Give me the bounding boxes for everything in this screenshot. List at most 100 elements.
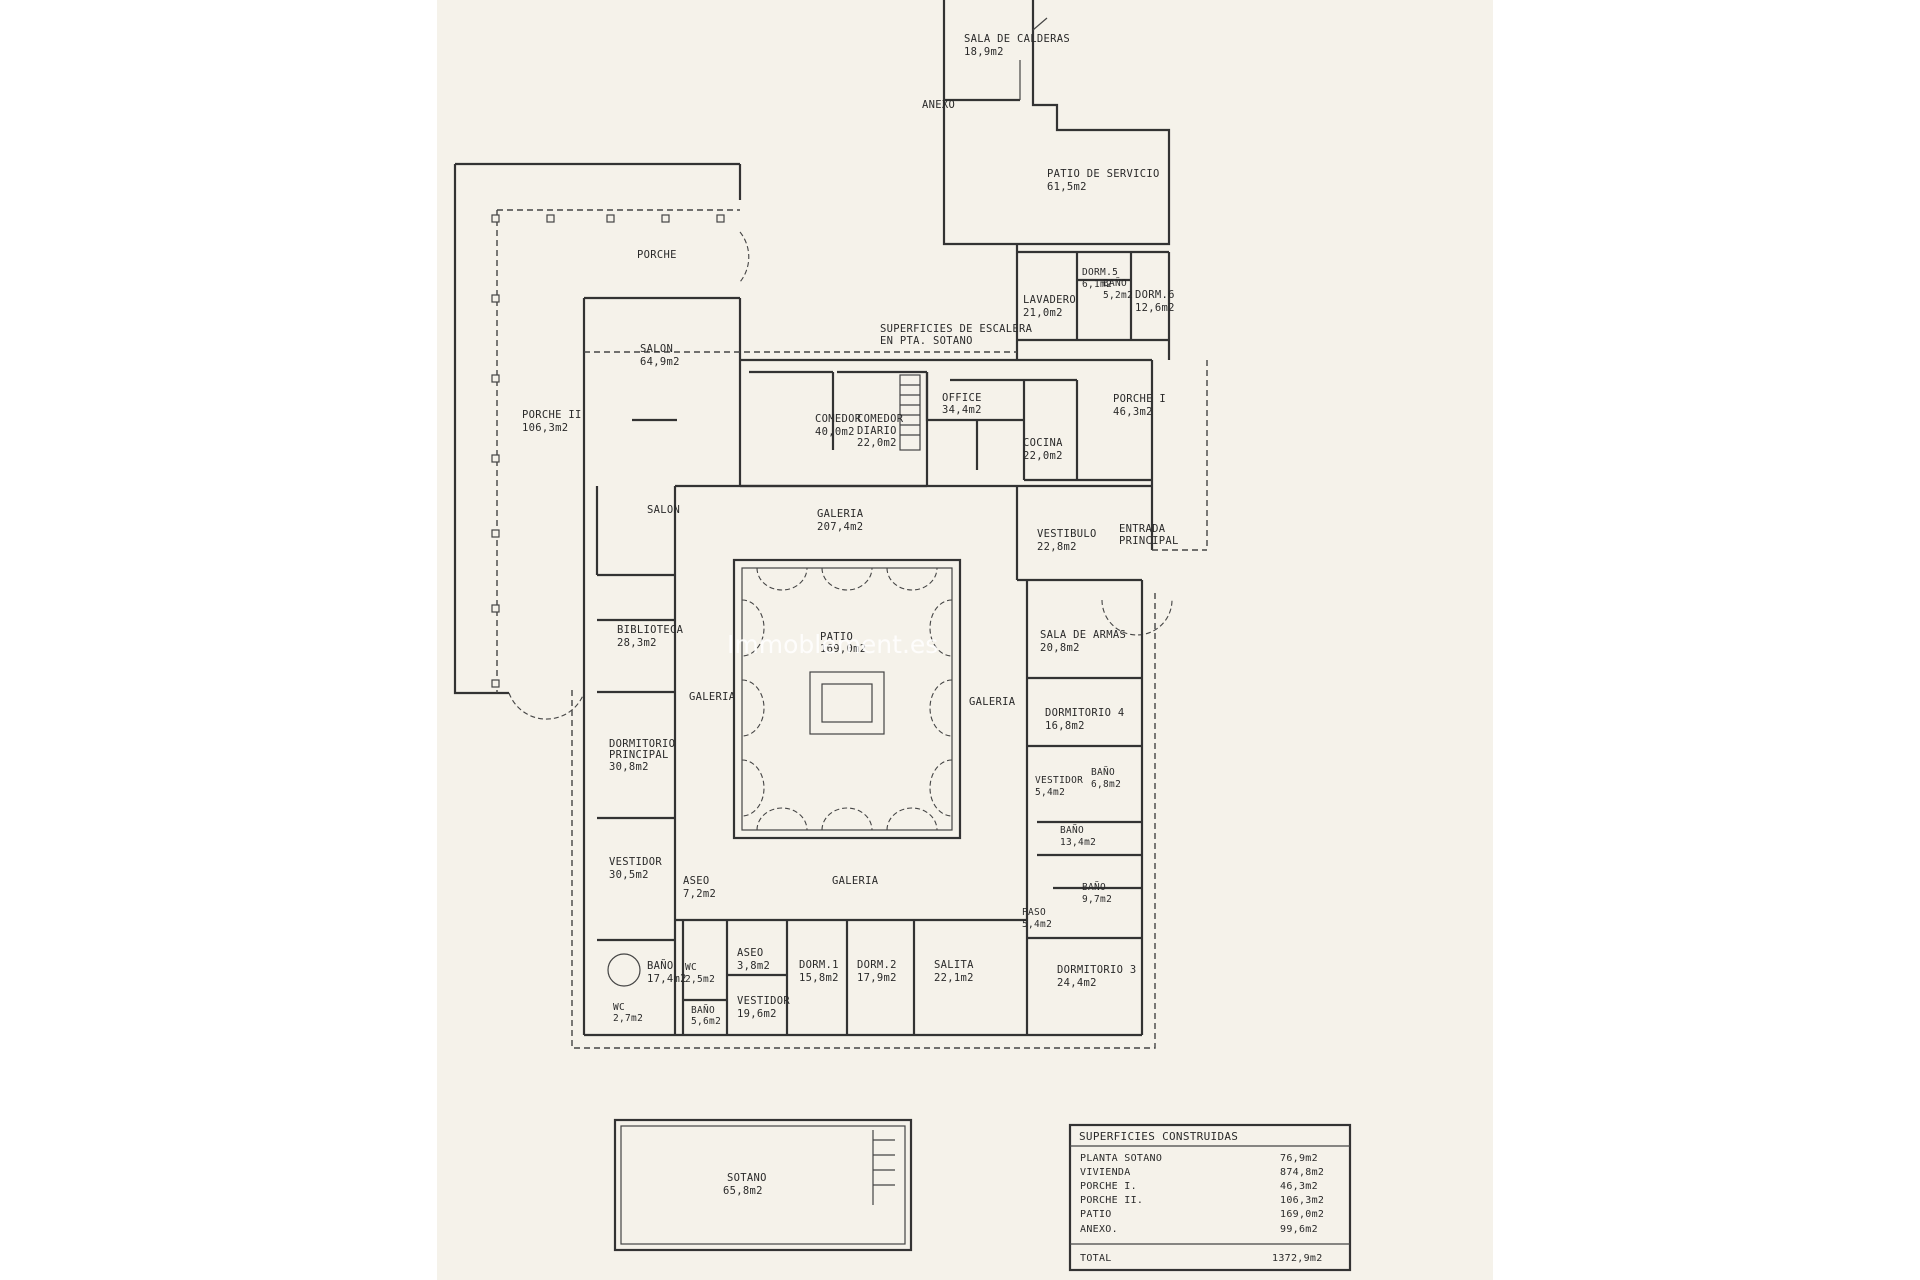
- label-lavadero: LAVADERO: [1023, 294, 1076, 306]
- area-sala-armas: 20,8m2: [1040, 642, 1080, 654]
- area-dormitorio-4: 16,8m2: [1045, 720, 1085, 732]
- summary-total-label: TOTAL: [1080, 1253, 1112, 1264]
- area-wc-1: 2,7m2: [613, 1013, 643, 1024]
- label-aseo-1: ASEO: [683, 875, 710, 887]
- label-dormitorio-3: DORMITORIO 3: [1057, 964, 1136, 976]
- summary-row-value: 106,3m2: [1280, 1195, 1324, 1206]
- area-sotano: 65,8m2: [723, 1185, 763, 1197]
- area-lavadero: 21,0m2: [1023, 307, 1063, 319]
- label-sala-calderas: SALA DE CALDERAS: [964, 33, 1070, 45]
- area-vestidor-1: 30,5m2: [609, 869, 649, 881]
- label-dorm-6: DORM.6: [1135, 289, 1175, 301]
- area-patio-servicio: 61,5m2: [1047, 181, 1087, 193]
- label-wc-1: WC: [613, 1002, 625, 1013]
- label-salon-1: SALON: [640, 343, 673, 355]
- area-dormitorio-3: 24,4m2: [1057, 977, 1097, 989]
- porche-posts: [491, 214, 725, 688]
- area-dorm-1: 15,8m2: [799, 972, 839, 984]
- label-bano-3: BAÑO: [1103, 278, 1127, 289]
- label-galeria-bottom: GALERIA: [832, 875, 879, 887]
- floor-plan: SALA DE CALDERAS 18,9m2 ANEXO PATIO DE S…: [453, 0, 1352, 1272]
- area-aseo-1: 7,2m2: [683, 888, 716, 900]
- label-dormitorio-principal-2: PRINCIPAL: [609, 749, 669, 761]
- label-comedor-diario-1: COMEDOR: [857, 413, 904, 425]
- label-office: OFFICE: [942, 392, 982, 404]
- area-cocina: 22,0m2: [1023, 450, 1063, 462]
- summary-row-value: 169,0m2: [1280, 1209, 1324, 1220]
- label-entrada-1: ENTRADA: [1119, 523, 1166, 535]
- label-dormitorio-principal-1: DORMITORIO: [609, 738, 675, 750]
- label-entrada-2: PRINCIPAL: [1119, 535, 1179, 547]
- summary-row-label: PLANTA SOTANO: [1080, 1153, 1162, 1164]
- summary-row-label: ANEXO.: [1080, 1224, 1118, 1235]
- label-biblioteca: BIBLIOTECA: [617, 624, 684, 636]
- patio-block: [732, 558, 962, 840]
- label-wc-2: WC: [685, 962, 697, 973]
- area-galeria-top: 207,4m2: [817, 521, 863, 533]
- label-patio: PATIO: [820, 631, 853, 643]
- area-dorm-5: 6,1m2: [1082, 279, 1112, 290]
- anexo-block: [942, 0, 1171, 246]
- summary-row-value: 99,6m2: [1280, 1224, 1318, 1235]
- summary-table: SUPERFICIES CONSTRUIDAS PLANTA SOTANO 76…: [1079, 1130, 1324, 1264]
- area-porche-i: 46,3m2: [1113, 406, 1153, 418]
- label-galeria-top: GALERIA: [817, 508, 864, 520]
- floor-plan-sheet: SALA DE CALDERAS 18,9m2 ANEXO PATIO DE S…: [437, 0, 1493, 1280]
- label-dorm-5: DORM.5: [1082, 267, 1118, 278]
- label-comedor: COMEDOR: [815, 413, 862, 425]
- area-comedor: 40,0m2: [815, 426, 855, 438]
- area-wc-2: 2,5m2: [685, 974, 715, 985]
- label-escalera-2: EN PTA. SOTANO: [880, 335, 973, 347]
- label-bano-1: BAÑO: [647, 959, 674, 972]
- area-bano-3: 5,2m2: [1103, 290, 1133, 301]
- area-salita: 22,1m2: [934, 972, 974, 984]
- area-patio: 169,0m2: [820, 643, 866, 655]
- summary-row-label: VIVIENDA: [1080, 1167, 1131, 1178]
- label-dorm-1: DORM.1: [799, 959, 839, 971]
- summary-title: SUPERFICIES CONSTRUIDAS: [1079, 1130, 1238, 1143]
- main-house-walls: [571, 244, 1208, 1049]
- area-salon-1: 64,9m2: [640, 356, 680, 368]
- summary-row-label: PORCHE II.: [1080, 1195, 1143, 1206]
- label-porche-ii: PORCHE II: [522, 409, 582, 421]
- area-vestidor-2: 19,6m2: [737, 1008, 777, 1020]
- area-bano-2: 5,6m2: [691, 1016, 721, 1027]
- area-bano-6: 9,7m2: [1082, 894, 1112, 905]
- watermark: Immoblement.es: [727, 630, 938, 659]
- label-vestidor-1: VESTIDOR: [609, 856, 662, 868]
- label-bano-6: BAÑO: [1082, 882, 1106, 893]
- area-bano-5: 13,4m2: [1060, 837, 1096, 848]
- label-galeria-left: GALERIA: [689, 691, 736, 703]
- label-vestibulo: VESTIBULO: [1037, 528, 1097, 540]
- area-dorm-2: 17,9m2: [857, 972, 897, 984]
- label-bano-4: BAÑO: [1091, 767, 1115, 778]
- label-salita: SALITA: [934, 959, 974, 971]
- label-aseo-2: ASEO: [737, 947, 764, 959]
- summary-total-value: 1372,9m2: [1272, 1253, 1323, 1264]
- area-office: 34,4m2: [942, 404, 982, 416]
- area-vestibulo: 22,8m2: [1037, 541, 1077, 553]
- area-porche-ii: 106,3m2: [522, 422, 568, 434]
- label-dorm-2: DORM.2: [857, 959, 897, 971]
- area-dorm-6: 12,6m2: [1135, 302, 1175, 314]
- label-sotano: SOTANO: [727, 1172, 767, 1184]
- label-bano-5: BAÑO: [1060, 825, 1084, 836]
- area-dormitorio-principal: 30,8m2: [609, 761, 649, 773]
- label-galeria-right: GALERIA: [969, 696, 1016, 708]
- room-labels: SALA DE CALDERAS 18,9m2 ANEXO PATIO DE S…: [522, 33, 1179, 1197]
- area-comedor-diario: 22,0m2: [857, 437, 897, 449]
- porche-ii-block: [453, 162, 750, 720]
- label-comedor-diario-2: DIARIO: [857, 425, 897, 437]
- area-vestidor-3: 5,4m2: [1035, 787, 1065, 798]
- summary-row-value: 46,3m2: [1280, 1181, 1318, 1192]
- label-sala-armas: SALA DE ARMAS: [1040, 629, 1126, 641]
- label-porche: PORCHE: [637, 249, 677, 261]
- label-patio-servicio: PATIO DE SERVICIO: [1047, 168, 1160, 180]
- label-vestidor-2: VESTIDOR: [737, 995, 790, 1007]
- area-bano-1: 17,4m2: [647, 973, 687, 985]
- area-aseo-2: 3,8m2: [737, 960, 770, 972]
- area-biblioteca: 28,3m2: [617, 637, 657, 649]
- label-escalera-1: SUPERFICIES DE ESCALERA: [880, 323, 1033, 335]
- label-porche-i: PORCHE I: [1113, 393, 1166, 405]
- summary-row-label: PORCHE I.: [1080, 1181, 1137, 1192]
